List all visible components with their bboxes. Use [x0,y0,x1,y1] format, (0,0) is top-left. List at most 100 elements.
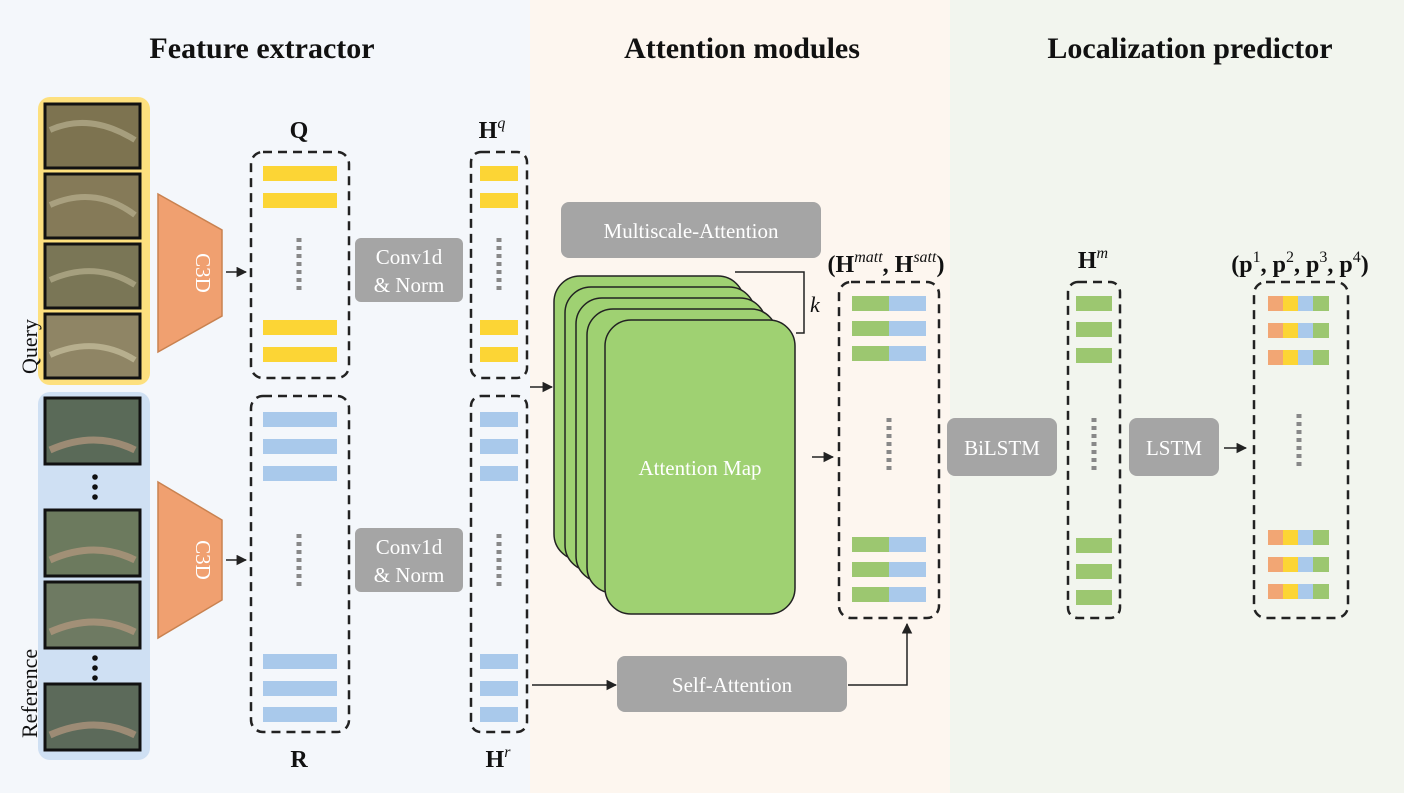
p2-sup: 2 [1286,249,1294,266]
hr-feature-box [469,394,529,734]
p-bar [1268,584,1329,599]
hmatt-open-paren: ( [828,252,836,278]
hm-bar [1076,322,1112,337]
c3d-query-label: C3D [191,253,215,293]
p2-comma: , [1294,252,1306,278]
reference-frame-3 [43,580,142,650]
p-bar [1268,530,1329,545]
hq-bar [480,166,518,181]
r-bar [263,707,337,722]
conv1d-norm-query-block: Conv1d & Norm [355,238,463,302]
p3-comma: , [1327,252,1339,278]
c3d-reference-block: C3D [157,480,223,640]
localization-predictor-title: Localization predictor [1047,32,1332,65]
q-bar [263,166,337,181]
r-feature-box [249,394,351,734]
hr-label: Hr [486,744,512,773]
q-label: Q [290,118,309,144]
conv1d-norm-reference-block: Conv1d & Norm [355,528,463,592]
conv1d-reference-label: Conv1d [376,535,443,559]
feature-extractor-title: Feature extractor [149,32,374,65]
attention-map-card [604,319,796,615]
attention-map-stack: Attention Map [553,275,796,615]
hm-label-h: H [1078,248,1097,274]
bilstm-label: BiLSTM [964,436,1040,460]
arrow-self-attention-to-hsatt [848,622,913,686]
concat-bar [852,296,926,311]
hmatt-comma: , [883,252,895,278]
hm-label-sup: m [1097,245,1109,262]
r-bar [263,412,337,427]
r-bar [263,439,337,454]
p3-p: p [1306,252,1319,278]
reference-frame-2 [43,508,142,578]
hr-bar [480,707,518,722]
hq-label-sup: q [497,115,505,132]
hr-bar [480,412,518,427]
reference-frame-1 [43,396,142,466]
conv1d-query-label: Conv1d [376,245,443,269]
p-output-box [1252,280,1350,620]
q-bar [263,347,337,362]
lstm-label: LSTM [1146,436,1202,460]
p-label: (p1, p2, p3, p4) [1231,249,1368,278]
hr-bar [480,654,518,669]
hm-bar [1076,538,1112,553]
hm-bar [1076,564,1112,579]
multiscale-attention-block: Multiscale-Attention [561,202,821,258]
hmatt-hsatt-label: (Hmatt, Hsatt) [828,249,945,278]
localization-predictor-panel [950,0,1404,793]
p1-sup: 1 [1253,249,1261,266]
hr-bar [480,439,518,454]
p-bar [1268,296,1329,311]
concat-bar [852,537,926,552]
query-label: Query [17,319,42,374]
hmatt-h: H [836,252,855,278]
p-output-bars [1268,296,1329,599]
hm-bar [1076,590,1112,605]
hr-feature-bars [480,412,518,722]
concat-bar [852,587,926,602]
hq-bar [480,347,518,362]
r-label: R [290,747,308,773]
self-attention-label: Self-Attention [672,673,793,697]
r-bar [263,654,337,669]
attention-map-label: Attention Map [638,456,761,480]
multiscale-attention-label: Multiscale-Attention [604,219,779,243]
p4-p: p [1339,252,1352,278]
r-bar [263,466,337,481]
hq-bar [480,320,518,335]
hq-feature-bars [480,166,518,362]
q-bar [263,193,337,208]
hmatt-hsatt-bars [852,296,926,602]
hq-bar [480,193,518,208]
concat-bar [852,562,926,577]
hq-label: Hq [479,115,506,144]
reference-frame-4 [43,682,142,752]
c3d-reference-label: C3D [191,540,215,580]
q-feature-box [249,150,351,380]
lstm-block: LSTM [1129,418,1219,476]
p2-p: p [1273,252,1286,278]
self-attention-block: Self-Attention [617,656,847,712]
hm-feature-box [1066,280,1122,620]
hmatt-hsatt-box [837,280,941,620]
hq-feature-box [469,150,529,380]
c3d-query-block: C3D [157,192,223,354]
stack-count-label: k [810,292,821,317]
concat-bar [852,321,926,336]
p-close-paren: ) [1361,252,1369,278]
p1-p: p [1239,252,1252,278]
hm-feature-bars [1076,296,1112,605]
hq-label-h: H [479,118,498,144]
r-bar [263,681,337,696]
concat-bar [852,346,926,361]
norm-query-label: & Norm [374,273,445,297]
attention-modules-title: Attention modules [624,32,860,65]
p-bar [1268,350,1329,365]
hm-bar [1076,296,1112,311]
hr-bar [480,681,518,696]
reference-label: Reference [17,649,42,738]
hsatt-h: H [895,252,914,278]
